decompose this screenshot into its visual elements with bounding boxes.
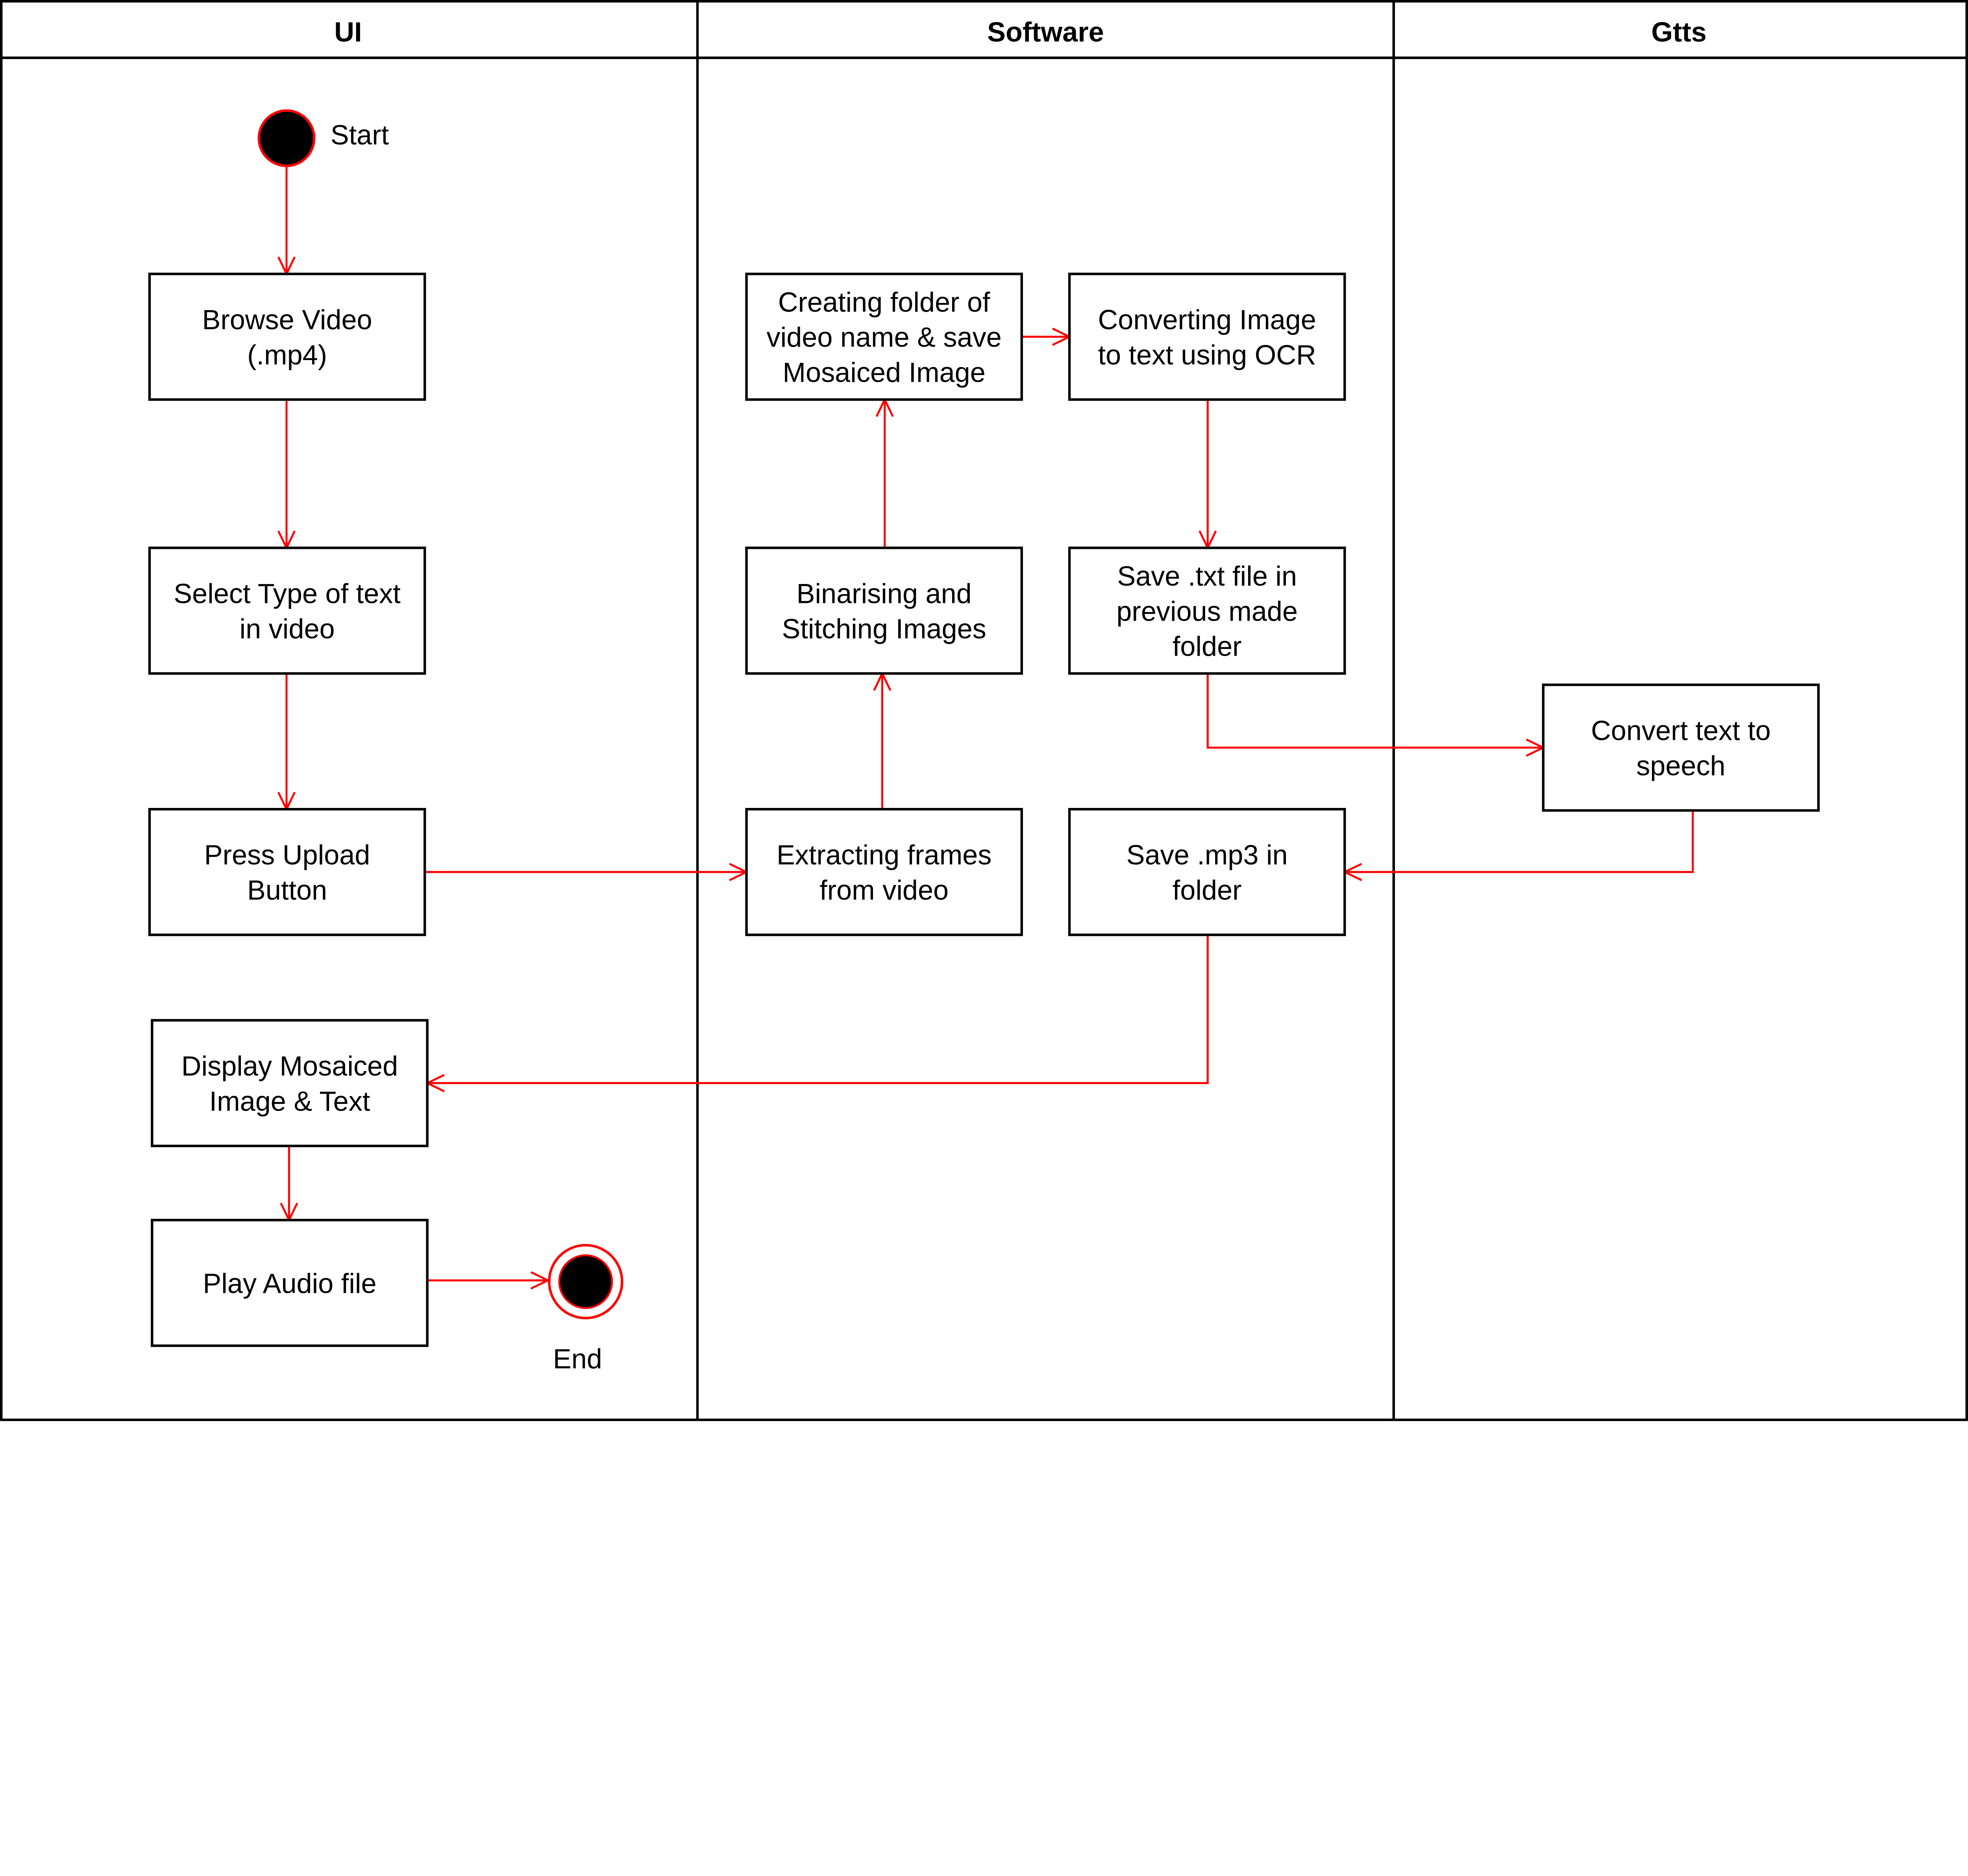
swimlanes: UI Software Gtts: [0, 0, 1968, 1421]
lane-header-software: Software: [987, 16, 1104, 47]
flow-arrow-binarising-to-creating: [875, 397, 894, 548]
activity-box: [745, 546, 1023, 675]
diagram-border: [0, 0, 1968, 1421]
activity-play: Play Audio file: [151, 1219, 429, 1347]
activity-label: folder: [1173, 631, 1242, 662]
activity-label: Browse Video: [202, 304, 372, 335]
arrowhead-icon: [530, 1271, 550, 1290]
activity-label: Image & Text: [209, 1085, 370, 1116]
activity-box: [745, 808, 1023, 936]
activity-label: Save .txt file in: [1117, 560, 1297, 591]
activity-box: [151, 1019, 429, 1148]
flow-arrow-display-to-play: [280, 1146, 298, 1223]
end-label: End: [553, 1343, 602, 1374]
activity-box: [148, 808, 426, 936]
flow-arrow-extracting-to-binarising: [873, 671, 892, 810]
flow-line: [1345, 810, 1694, 873]
activity-box: [148, 546, 426, 675]
activity-label: speech: [1636, 750, 1725, 781]
activity-label: Save .mp3 in: [1126, 839, 1288, 871]
activity-label: Extracting frames: [777, 839, 991, 871]
activity-label: Press Upload: [204, 839, 370, 871]
activity-select: Select Type of text in video: [148, 546, 426, 675]
lane-header-ui: UI: [334, 16, 362, 47]
activity-label: folder: [1173, 874, 1242, 906]
activity-converting: Converting Image to text using OCR: [1068, 272, 1346, 401]
activity-label: (.mp4): [247, 339, 327, 370]
activity-label: Convert text to: [1591, 715, 1771, 746]
activity-nodes: Browse Video (.mp4) Select Type of text in …: [148, 272, 1820, 1347]
activity-creating: Creating folder of video name & saveMosai…: [745, 272, 1023, 401]
activity-label: Mosaiced Image: [783, 357, 986, 388]
activity-label: Play Audio file: [203, 1268, 376, 1299]
flow-arrow-converting-to-savetxt: [1199, 399, 1217, 550]
activity-label: Creating folder of: [778, 286, 990, 318]
end-node: End: [548, 1244, 623, 1374]
activity-box: [1068, 808, 1346, 936]
activity-box: [1068, 272, 1346, 401]
activity-box: [148, 272, 426, 401]
activity-label: Button: [247, 874, 327, 906]
activity-label: Select Type of text: [174, 578, 401, 609]
activity-label: in video: [240, 613, 335, 644]
lane-header-gtts: Gtts: [1651, 16, 1706, 47]
activity-savetxt: Save .txt file in previous made folder: [1068, 546, 1346, 675]
end-circle-icon: [558, 1254, 613, 1309]
flow-line: [1206, 673, 1543, 749]
flow-arrow-browse-to-select: [277, 399, 296, 550]
flow-arrow-savemp3-to-display: [425, 935, 1209, 1092]
flow-arrow-select-to-upload: [277, 673, 296, 812]
activity-box: [745, 272, 1023, 401]
activity-label: Stitching Images: [782, 613, 986, 644]
flow-line: [427, 935, 1209, 1084]
activity-label: Display Mosaiced: [181, 1050, 398, 1081]
activity-box: [1068, 546, 1346, 675]
start-node: Start: [257, 109, 389, 167]
activity-label: Binarising and: [797, 578, 972, 609]
activity-label: previous made: [1116, 595, 1298, 627]
activity-box: [1542, 683, 1820, 812]
activity-diagram: UI Software Gtts Browse Video (.mp4) Selec…: [0, 0, 1968, 1421]
activity-label: from video: [819, 874, 949, 906]
start-label: Start: [331, 119, 389, 150]
activity-box: [151, 1219, 429, 1347]
activity-browse: Browse Video (.mp4): [148, 272, 426, 401]
flow-arrow-creating-to-converting: [1021, 327, 1072, 346]
activity-label: Converting Image: [1098, 304, 1316, 335]
flow-arrow-tts-to-savemp3: [1342, 810, 1694, 881]
activity-label: to text using OCR: [1098, 339, 1316, 370]
activity-tts: Convert text to speech: [1542, 683, 1820, 812]
flow-arrow-start-to-browse: [277, 167, 296, 276]
flow-arrow-play-to-end: [427, 1271, 550, 1290]
activity-label: video name & save: [766, 322, 1001, 353]
start-circle-icon: [257, 109, 316, 167]
flow-arrow-savetxt-to-tts: [1206, 673, 1546, 757]
